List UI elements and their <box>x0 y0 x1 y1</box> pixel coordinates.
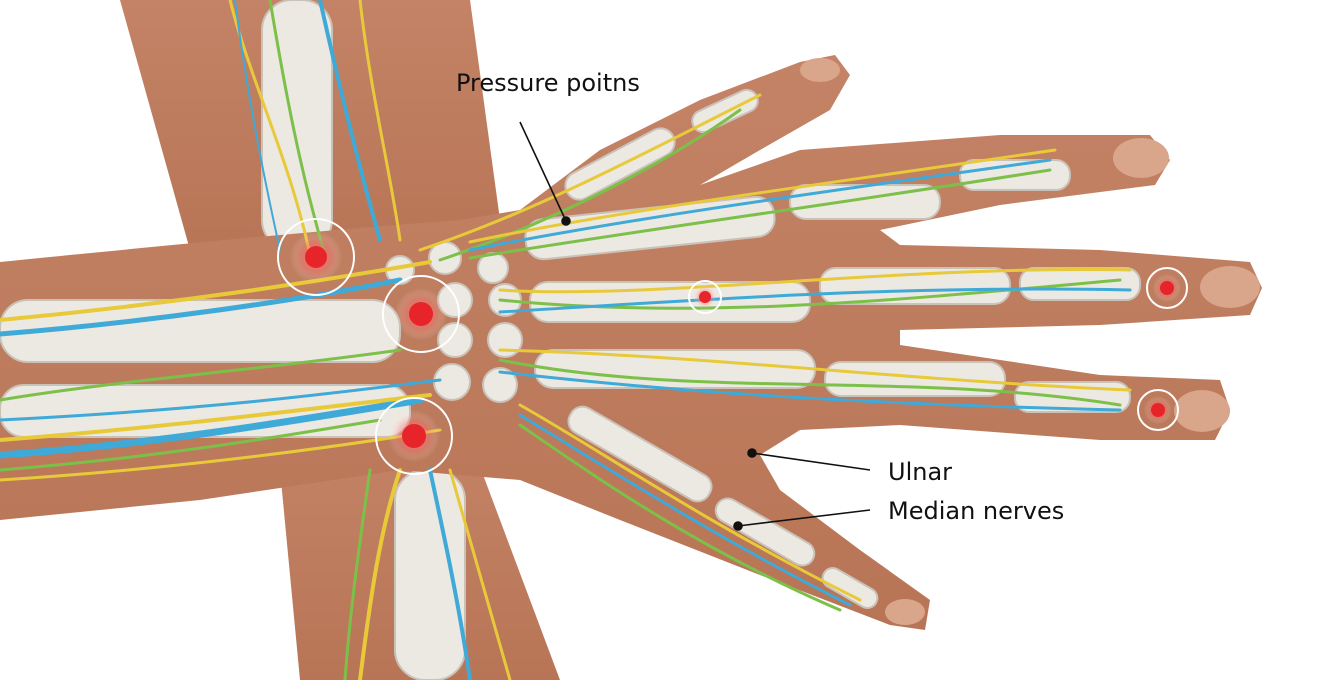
carpal-bone <box>477 252 509 284</box>
pressure-point <box>382 275 460 353</box>
vertical-ulna-bone-lower <box>394 469 466 681</box>
pressure-point <box>688 280 722 314</box>
middle-fingernail <box>1200 266 1260 308</box>
nerves-and-vessels <box>0 0 1132 682</box>
carpal-bone <box>487 322 523 358</box>
ulnar-label: Ulnar <box>888 458 953 486</box>
leader-line-median <box>737 509 871 527</box>
nerve <box>0 348 402 402</box>
median-nerves-label: Median nerves <box>888 497 1065 525</box>
leader-lines <box>519 121 871 531</box>
leader-line-pressure <box>519 121 567 222</box>
nerve <box>468 148 1057 244</box>
vessel <box>0 378 442 422</box>
vertical-forearm <box>120 0 560 681</box>
thumb-fingernail <box>800 58 840 82</box>
forearm-skin <box>0 55 1262 630</box>
pressure-points <box>277 218 1188 475</box>
nerve <box>418 93 762 252</box>
carpal-bone <box>437 322 473 358</box>
nerve <box>358 0 402 242</box>
nerve <box>498 268 1132 294</box>
vessel <box>498 287 1132 314</box>
vessel <box>468 158 1052 252</box>
nerve <box>448 468 512 682</box>
hand-silhouette <box>0 55 1262 630</box>
pressure-point <box>1137 389 1179 431</box>
nerve <box>343 468 372 682</box>
vessel <box>234 0 281 251</box>
nerve <box>498 358 1122 407</box>
vessel <box>0 396 424 459</box>
pressure-point <box>375 397 453 475</box>
index-fingernail <box>1113 138 1169 178</box>
nerve <box>468 168 1052 260</box>
leader-dot-median <box>733 521 743 531</box>
nerve <box>518 403 862 602</box>
pressure-point <box>1146 267 1188 309</box>
nerve <box>358 468 402 682</box>
ring-fingernail <box>1174 390 1230 432</box>
index-metacarpal <box>524 195 776 261</box>
leader-dot-ulnar <box>747 448 757 458</box>
nerve <box>0 260 432 322</box>
pressure-points-label: Pressure poitns <box>456 69 640 97</box>
pinky-metacarpal <box>567 405 713 503</box>
vessel <box>518 413 852 607</box>
vessel <box>318 0 382 242</box>
nerve <box>0 418 382 472</box>
pinky-phalanx-distal <box>821 567 879 609</box>
pressure-point <box>277 218 355 296</box>
carpal-bone <box>482 367 518 403</box>
vessel <box>428 468 472 682</box>
leader-line-ulnar <box>751 452 871 471</box>
nerve <box>438 108 742 262</box>
nerve <box>498 348 1132 392</box>
leader-dot-pressure <box>561 216 571 226</box>
vessel <box>498 370 1122 412</box>
radius-bone <box>0 299 401 363</box>
carpal-bone <box>433 363 471 401</box>
nerve <box>268 0 327 257</box>
vessel <box>0 277 403 337</box>
nerve <box>0 393 432 442</box>
nerve <box>518 423 842 612</box>
pinky-fingernail <box>885 599 925 625</box>
